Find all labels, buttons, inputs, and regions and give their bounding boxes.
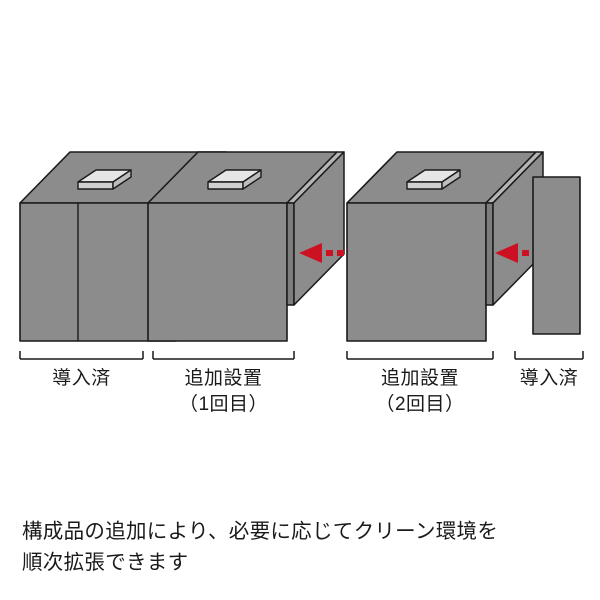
- unit-3: [346, 151, 537, 342]
- unit-2-front-face: [147, 202, 288, 342]
- caption-block: 構成品の追加により、必要に応じてクリーン環境を 順次拡張できます: [22, 516, 582, 578]
- label-addition-1-line1: 追加設置: [184, 368, 263, 389]
- brace-installed-right: [514, 351, 584, 360]
- unit-2-top-module: [207, 169, 262, 190]
- panel-right: [532, 176, 581, 335]
- unit-1: [19, 151, 227, 342]
- arrow-2-head: [495, 243, 518, 263]
- label-addition-1: 追加設置 （1回目）: [153, 366, 294, 418]
- caption-line-2: 順次拡張できます: [22, 551, 189, 574]
- arrow-1-head: [299, 243, 322, 263]
- label-braces: [19, 351, 584, 360]
- brace-addition-1: [152, 351, 295, 360]
- panel-middle: [286, 151, 345, 306]
- unit-2: [147, 151, 338, 342]
- panel-unit3-face: [485, 202, 494, 306]
- label-addition-1-line2: （1回目）: [178, 394, 269, 415]
- unit-3-front-face: [346, 202, 487, 342]
- brace-addition-2: [346, 351, 494, 360]
- label-installed-right: 導入済: [515, 366, 583, 392]
- panel-right-face: [532, 176, 581, 335]
- label-installed-left-line1: 導入済: [52, 368, 111, 389]
- caption-line-1: 構成品の追加により、必要に応じてクリーン環境を: [22, 520, 499, 543]
- panel-unit3-right: [485, 151, 544, 306]
- unit-1-top-module: [77, 169, 132, 190]
- panel-middle-face: [286, 202, 295, 306]
- unit-3-top-module: [406, 169, 461, 190]
- label-installed-right-line1: 導入済: [519, 368, 579, 389]
- label-addition-2-line1: 追加設置: [380, 368, 459, 389]
- label-installed-left: 導入済: [20, 366, 143, 392]
- label-addition-2-line2: （2回目）: [375, 394, 465, 415]
- label-addition-2: 追加設置 （2回目）: [347, 366, 493, 418]
- brace-installed-left: [19, 351, 144, 360]
